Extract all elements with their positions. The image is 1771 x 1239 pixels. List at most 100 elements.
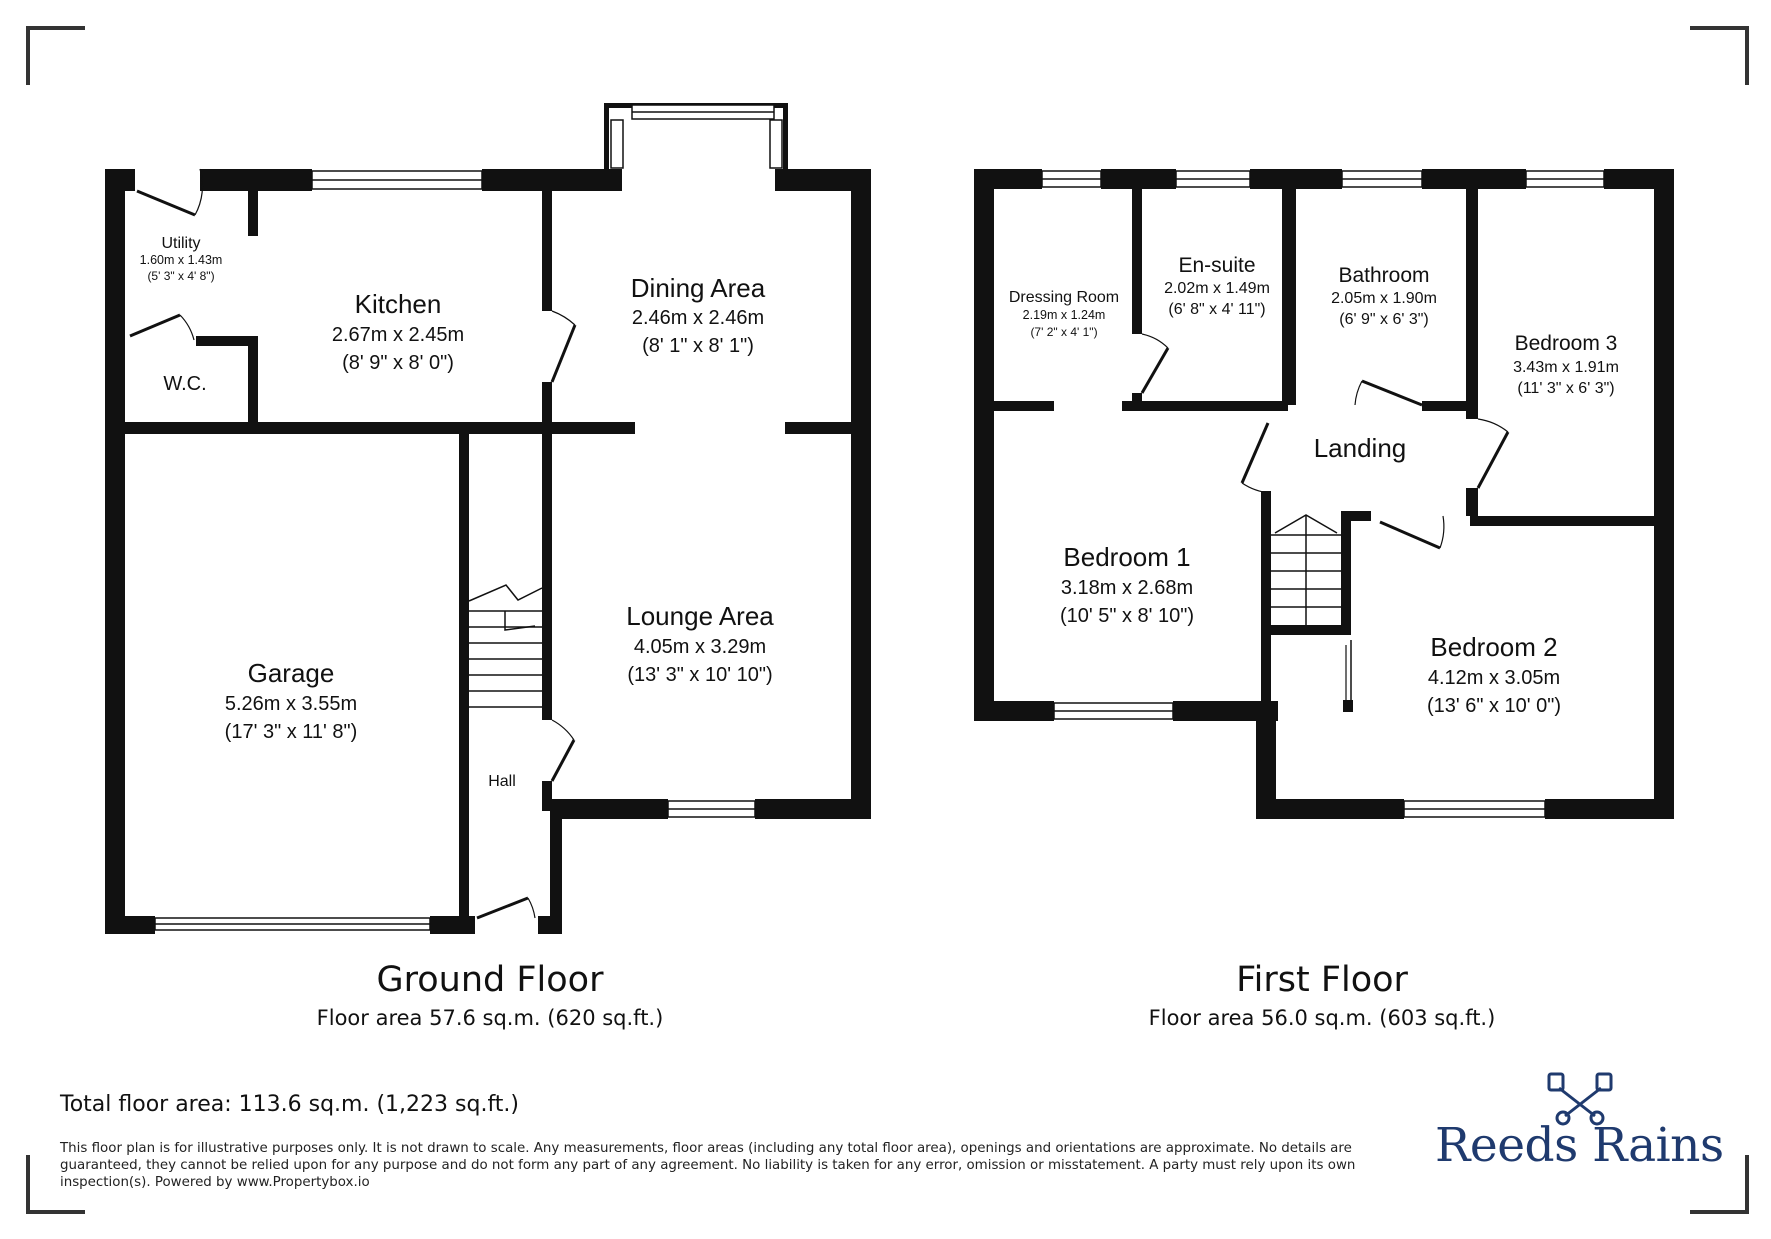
wall (1422, 401, 1478, 411)
wall (1256, 701, 1276, 819)
first-floor-stairs (1271, 514, 1341, 625)
first-floor-area: Floor area 56.0 sq.m. (603 sq.ft.) (1148, 1006, 1496, 1030)
wall (105, 169, 125, 934)
wall (542, 382, 552, 426)
wall (974, 169, 994, 721)
wall (1470, 516, 1674, 526)
wall (1261, 491, 1271, 711)
bedroom3-imperial: (11' 3" x 6' 3") (1517, 380, 1614, 397)
bedroom2-imperial: (13' 6" x 10' 0") (1427, 695, 1561, 717)
dining-metric: 2.46m x 2.46m (632, 307, 764, 329)
crossed-keys-icon (1547, 1072, 1613, 1126)
wall (196, 336, 258, 346)
ground-floor-area: Floor area 57.6 sq.m. (620 sq.ft.) (316, 1006, 664, 1030)
wall (248, 191, 258, 236)
crop-mark-top-left (26, 26, 85, 85)
garage-metric: 5.26m x 3.55m (225, 693, 357, 715)
wall (994, 401, 1054, 411)
first-floor-title: First Floor (1236, 960, 1408, 1000)
bathroom-imperial: (6' 9" x 6' 3") (1339, 311, 1429, 328)
bay-window-left (610, 119, 624, 169)
wc-name: W.C. (163, 373, 206, 395)
crop-marks (26, 26, 1749, 1214)
dressing-metric: 2.19m x 1.24m (1023, 308, 1106, 322)
wall (105, 422, 635, 434)
wall (1422, 169, 1526, 189)
first-floor-windows (1041, 170, 1605, 818)
disclaimer-text: This floor plan is for illustrative purp… (60, 1141, 1356, 1190)
utility-imperial: (5' 3" x 4' 8") (147, 269, 214, 283)
wall (851, 169, 871, 819)
first-floor-walls (974, 169, 1674, 819)
hall-name: Hall (488, 773, 516, 790)
bay-wall (604, 103, 609, 173)
garage-name: Garage (248, 658, 335, 688)
utility-metric: 1.60m x 1.43m (140, 253, 223, 267)
wall (785, 422, 871, 434)
ground-floor-title: Ground Floor (376, 960, 604, 1000)
lounge-imperial: (13' 3" x 10' 10") (627, 664, 772, 686)
wall (1132, 189, 1142, 334)
wall (974, 701, 1054, 721)
ensuite-name: En-suite (1178, 254, 1255, 277)
wall (105, 916, 155, 934)
wall (1101, 169, 1176, 189)
bedroom1-metric: 3.18m x 2.68m (1061, 577, 1193, 599)
kitchen-door (550, 324, 577, 383)
wall (1341, 511, 1371, 521)
total-floor-area: Total floor area: 113.6 sq.m. (1,223 sq.… (60, 1092, 520, 1117)
utility-door (136, 189, 196, 217)
brand-logo-text: Reeds Rains (1435, 1118, 1724, 1173)
bedroom3-name: Bedroom 3 (1515, 332, 1618, 355)
crop-mark-bottom-right (1690, 1155, 1749, 1214)
ground-floor-walls (105, 103, 871, 934)
wall (1256, 799, 1404, 819)
kitchen-metric: 2.67m x 2.45m (332, 324, 464, 346)
bedroom1-door (1240, 422, 1270, 484)
wall (1341, 511, 1351, 635)
wall (550, 799, 562, 934)
wall (542, 781, 552, 811)
wc-door (129, 313, 181, 338)
wall (459, 434, 469, 924)
wall (482, 169, 622, 191)
ground-floor-stairs (468, 584, 543, 708)
ensuite-metric: 2.02m x 1.49m (1164, 280, 1270, 297)
first-floor-labels: Dressing Room 2.19m x 1.24m (7' 2" x 4' … (1009, 254, 1619, 717)
dressing-imperial: (7' 2" x 4' 1") (1030, 325, 1097, 339)
kitchen-name: Kitchen (355, 289, 442, 319)
crop-mark-bottom-left (26, 1155, 85, 1214)
wall (542, 191, 552, 311)
bedroom1-imperial: (10' 5" x 8' 10") (1060, 605, 1194, 627)
front-door (476, 896, 529, 920)
bedroom3-door (1476, 431, 1510, 489)
bay-wall (783, 103, 788, 173)
wall (538, 916, 562, 934)
wall (1282, 189, 1296, 405)
ground-floor-labels: Utility 1.60m x 1.43m (5' 3" x 4' 8") W.… (140, 235, 775, 790)
bedroom1-name: Bedroom 1 (1063, 542, 1190, 572)
lounge-metric: 4.05m x 3.29m (634, 636, 766, 658)
wall (1261, 625, 1351, 635)
wall (1122, 401, 1288, 411)
crop-mark-top-right (1690, 26, 1749, 85)
bedroom3-metric: 3.43m x 1.91m (1513, 359, 1619, 376)
wall (755, 799, 871, 819)
landing-name: Landing (1314, 433, 1407, 463)
ensuite-door (1140, 347, 1170, 394)
bedroom2-metric: 4.12m x 3.05m (1428, 667, 1560, 689)
wall (1654, 169, 1674, 819)
ensuite-imperial: (6' 8" x 4' 11") (1168, 301, 1265, 318)
bedroom2-name: Bedroom 2 (1430, 632, 1557, 662)
utility-name: Utility (161, 235, 200, 252)
wall (550, 799, 668, 819)
dining-name: Dining Area (631, 273, 766, 303)
lounge-name: Lounge Area (626, 601, 774, 631)
wall (1545, 799, 1674, 819)
wall (200, 169, 312, 191)
bathroom-door (1361, 379, 1423, 407)
lounge-door (550, 739, 576, 782)
garage-imperial: (17' 3" x 11' 8") (225, 721, 358, 743)
wall (775, 169, 871, 191)
